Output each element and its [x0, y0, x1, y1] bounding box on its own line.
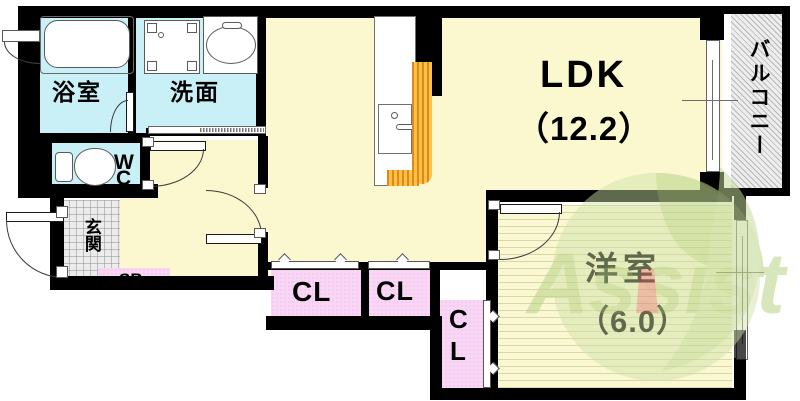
bedroom-door-jamb-bottom [488, 250, 500, 260]
washer-pan-corner-bl [147, 61, 157, 71]
ldk-floor-fill [262, 16, 722, 196]
kitchen-counter-partition [412, 62, 432, 184]
wall-cl3-left [430, 316, 442, 400]
wall-balcony-right [782, 6, 790, 196]
toilet-label-c: C [116, 167, 132, 190]
wall-toilet-right [140, 133, 150, 195]
washer-pan-corner-br [187, 61, 197, 71]
washer-pan-corner-tl [147, 23, 157, 33]
genkan-floor-fill [62, 200, 120, 286]
closet-cl2-label: CL [376, 276, 414, 306]
bath-window-icon [2, 30, 40, 42]
wall-balcony-top [722, 6, 790, 14]
balcony-door-mullion-v [712, 60, 714, 160]
wall-washroom-right [256, 12, 266, 134]
wall-bath-washroom-partition [128, 16, 136, 134]
toilet-label-w: W [114, 151, 134, 174]
bathtub-icon [44, 20, 130, 68]
vanity-basin-icon [206, 26, 256, 64]
bedroom-window-mullion-h [716, 272, 764, 274]
washer-drain-icon [158, 32, 164, 38]
shoe-box-label: SB [119, 270, 143, 289]
wall-ldk-bottom [486, 190, 732, 202]
wall-exterior-bottom-left [50, 276, 272, 290]
closet-cl1-door-panel[interactable] [271, 261, 359, 269]
kitchen-counter-icon [374, 16, 416, 186]
wall-hall-ldk-lower [258, 232, 268, 290]
closet-cl3-label-l: L [450, 336, 466, 366]
balcony-floor-fill [731, 12, 789, 192]
closet-cl3-label-c: C [449, 304, 468, 334]
bedroom-window-mullion-v [742, 236, 744, 344]
washroom-label: 洗面 [170, 80, 220, 106]
wall-hall-bottom-jog [258, 276, 274, 290]
toilet-door-jamb-bottom [142, 180, 154, 190]
bath-label: 浴室 [52, 80, 102, 106]
genkan-label: 玄関 [80, 218, 101, 252]
balcony-door-mullion-h [682, 100, 738, 102]
wall-toilet-bottom [50, 188, 158, 198]
ldk-label: LDK [540, 54, 628, 96]
washroom-sliding-door-track [200, 128, 264, 132]
hall-ldk-door-jamb-top [254, 184, 266, 194]
wall-bedroom-right-bottom [734, 358, 746, 400]
kitchen-drain-icon [391, 112, 398, 119]
wall-exterior-top [18, 6, 724, 18]
closet-cl1-label: CL [292, 276, 332, 307]
wall-toilet-top [38, 133, 146, 143]
toilet-door-jamb-top [142, 137, 154, 147]
bedroom-area-label: （6.0） [578, 304, 689, 339]
closet-cl3-door-panel[interactable] [483, 300, 491, 388]
wall-ldk-balcony-top [700, 6, 724, 40]
entrance-door-jamb-bottom [56, 266, 68, 278]
wall-balcony-bottom [722, 188, 790, 196]
ldk-area-label: （12.2） [516, 110, 653, 147]
wall-toilet-left [38, 133, 52, 193]
toilet-bowl-icon [74, 148, 116, 186]
balcony-label: バルコニー [747, 38, 771, 158]
bedroom-label: 洋室 [585, 249, 661, 288]
wall-closet-cl2-right [430, 262, 440, 322]
closet-cl3-fill [440, 300, 490, 396]
wall-closet-cl1-cl2-divider [361, 262, 369, 322]
bedroom-door-jamb-top [488, 200, 500, 210]
toilet-tank-icon [55, 152, 73, 182]
bedroom-window-sill-shadow [734, 330, 746, 360]
wall-bedroom-bottom [486, 388, 746, 400]
wall-bedroom-right-top [734, 190, 746, 220]
vanity-faucet-icon [222, 22, 242, 29]
bath-window-arc [4, 42, 40, 64]
ldk-lower-floor-fill [262, 190, 487, 270]
washer-pan-corner-tr [187, 23, 197, 33]
closet-cl1-fill [271, 268, 361, 320]
entrance-door-jamb-top [56, 206, 68, 218]
closet-cl2-fill [368, 268, 431, 320]
wall-cl3-bottom [430, 388, 496, 400]
bathtub-apron [40, 16, 134, 74]
wall-closet-bottom [266, 316, 440, 330]
wall-hall-ldk-upper [258, 136, 268, 188]
hall-ldk-door-jamb-bottom [254, 228, 266, 238]
kitchen-counter-return [387, 170, 419, 186]
